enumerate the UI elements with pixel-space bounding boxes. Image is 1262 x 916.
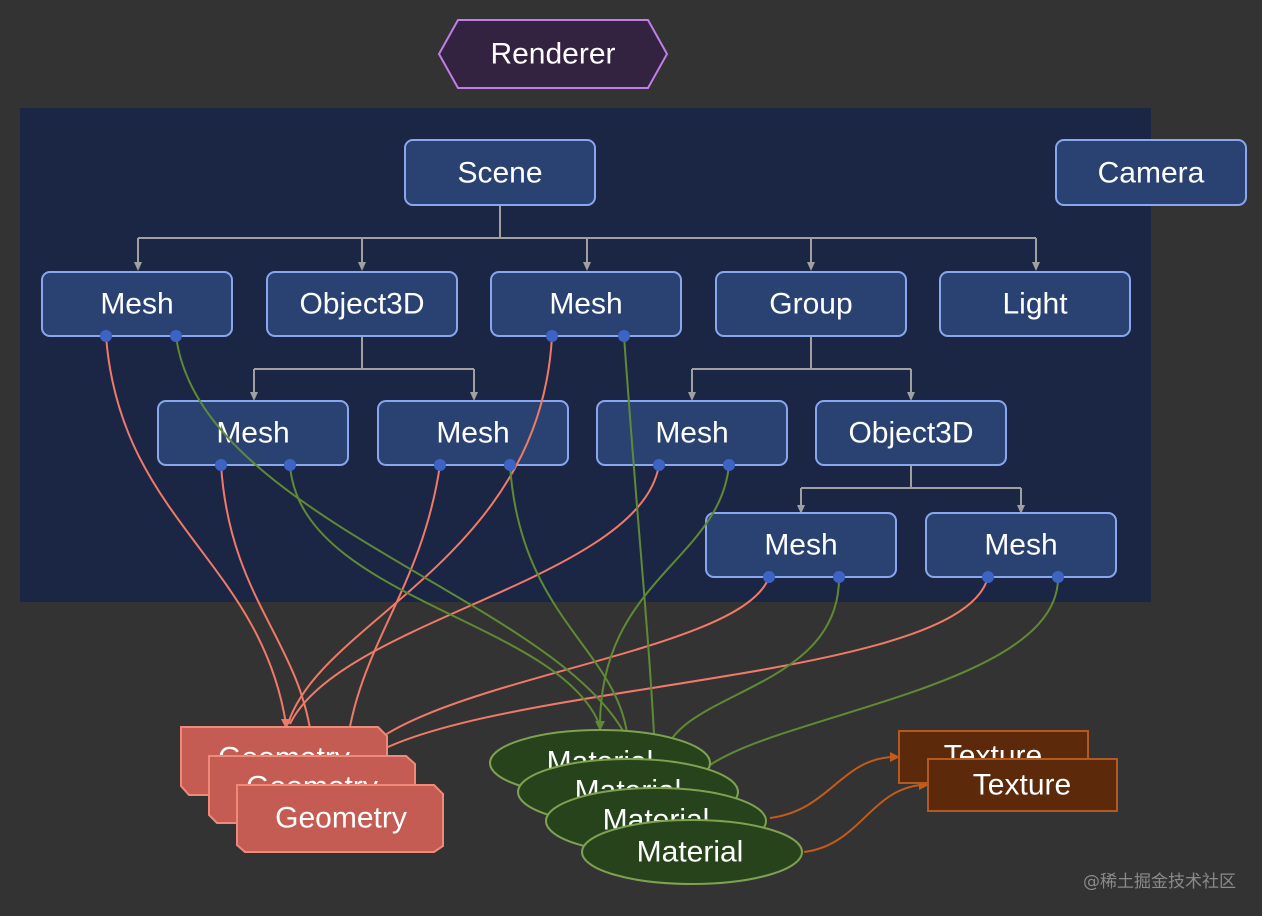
hierarchy-arrowheads [134, 262, 1040, 514]
level3-label-mesh-2: Mesh [984, 529, 1057, 562]
texture-edges [769, 756, 922, 853]
level1-label-mesh-1: Mesh [100, 288, 173, 321]
level2-label-mesh-1: Mesh [216, 417, 289, 450]
level2-label-object3d: Object3D [848, 417, 973, 450]
edge-object3d-2-children [800, 466, 1022, 507]
level1-label-object3d: Object3D [299, 288, 424, 321]
level1-node-mesh-1[interactable] [41, 271, 233, 337]
port-dots [100, 330, 1064, 583]
geometry-label-3: Geometry [275, 802, 407, 835]
camera-label: Camera [1098, 157, 1205, 190]
level2-node-object3d[interactable] [815, 400, 1007, 466]
material-label-4: Material [637, 836, 744, 869]
camera-node[interactable] [1055, 139, 1247, 206]
renderer-node[interactable] [437, 19, 669, 89]
level1-node-mesh-2[interactable] [490, 271, 682, 337]
level2-node-mesh-3[interactable] [596, 400, 788, 466]
texture-label-2: Texture [973, 769, 1071, 802]
geometry-node-3[interactable] [236, 784, 444, 853]
level2-label-mesh-2: Mesh [436, 417, 509, 450]
level3-label-mesh-1: Mesh [764, 529, 837, 562]
scene-label: Scene [457, 157, 542, 190]
level2-label-mesh-3: Mesh [655, 417, 728, 450]
level1-label-light: Light [1002, 288, 1068, 321]
renderer-label: Renderer [490, 38, 615, 71]
level1-node-light[interactable] [939, 271, 1131, 337]
texture-node-2[interactable] [927, 758, 1118, 812]
edge-object3d-children [253, 337, 475, 394]
material-edges [175, 335, 1060, 791]
edge-scene-children [137, 206, 1037, 264]
level2-node-mesh-1[interactable] [157, 400, 349, 466]
level1-label-mesh-2: Mesh [549, 288, 622, 321]
edge-group-children [691, 337, 912, 394]
watermark: @稀土掘金技术社区 [1083, 872, 1236, 892]
hierarchy-edges [137, 206, 1037, 507]
material-node-4[interactable] [581, 819, 803, 885]
geometry-edges [105, 335, 989, 777]
level3-node-mesh-2[interactable] [925, 512, 1117, 578]
scene-node[interactable] [404, 139, 596, 206]
level1-node-group[interactable] [715, 271, 907, 337]
level3-node-mesh-1[interactable] [705, 512, 897, 578]
level1-node-object3d[interactable] [266, 271, 458, 337]
level1-label-group: Group [769, 288, 852, 321]
level2-node-mesh-2[interactable] [377, 400, 569, 466]
